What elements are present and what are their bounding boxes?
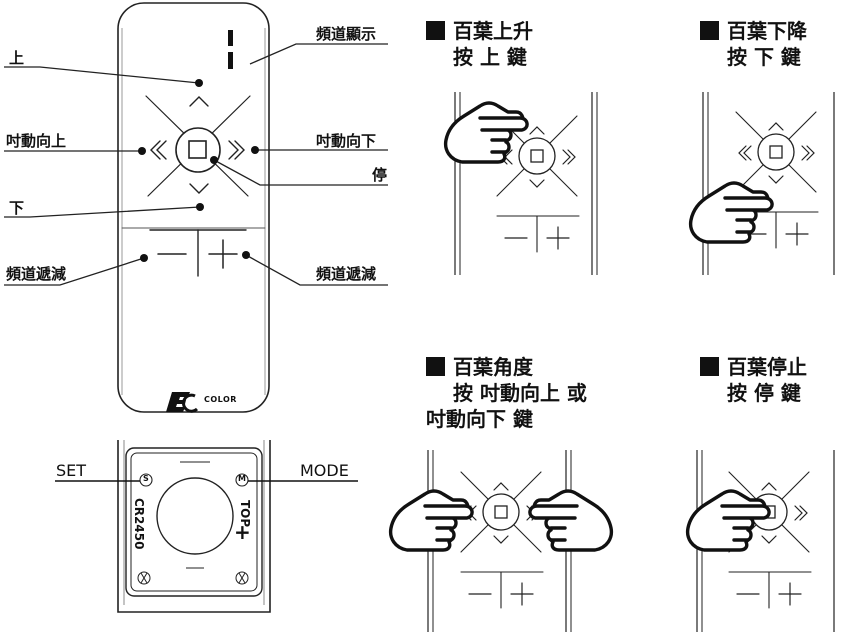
callout-channel-left: 頻道遞減 (6, 265, 67, 283)
bullet-square-icon (426, 21, 445, 40)
battery-type-text: CR2450 (132, 498, 146, 550)
panel-lower-line1: 百葉下降 (727, 19, 807, 43)
panel-lower-line2: 按 下 鍵 (727, 45, 801, 69)
panel-raise-line2: 按 上 鍵 (453, 45, 527, 69)
callout-motor-down: 吋動向下 (316, 132, 377, 150)
stop-button[interactable] (175, 127, 221, 173)
callout-channel-display: 頻道顯示 (316, 25, 377, 43)
panel-angle-line1: 百葉角度 (453, 355, 533, 379)
set-label: SET (56, 461, 87, 480)
brand-logo-text: COLOR (204, 395, 237, 404)
battery-plus-text: + (234, 520, 251, 544)
panel-lower-illustration (688, 92, 835, 275)
panel-stop-title: 百葉停止 按 停 鍵 (700, 354, 807, 406)
panel-angle-illustration (388, 450, 614, 632)
panel-raise-title: 百葉上升 按 上 鍵 (426, 18, 533, 70)
callout-stop: 停 (372, 166, 388, 184)
panel-raise-illustration (443, 92, 598, 275)
bullet-square-icon (700, 357, 719, 376)
panel-stop-line2: 按 停 鍵 (727, 381, 801, 405)
channel-display-digit (228, 30, 233, 69)
panel-stop-illustration (685, 450, 835, 632)
panel-angle-title: 百葉角度 按 吋動向上 或 吋動向下 鍵 (426, 354, 587, 432)
callout-up: 上 (9, 49, 25, 67)
callout-leaders (4, 43, 388, 286)
panel-lower-title: 百葉下降 按 下 鍵 (700, 18, 807, 70)
panel-angle-line3: 吋動向下 鍵 (426, 407, 533, 431)
callout-dots (138, 79, 259, 262)
callout-channel-right: 頻道遞減 (316, 265, 377, 283)
bullet-square-icon (700, 21, 719, 40)
panel-raise-line1: 百葉上升 (453, 19, 533, 43)
brand-logo (166, 392, 199, 413)
set-mark: S (143, 474, 149, 483)
mode-mark: M (238, 474, 246, 483)
callout-motor-up: 吋動向上 (6, 132, 67, 150)
stop-square-icon (188, 140, 207, 159)
battery-compartment (117, 440, 271, 613)
panel-angle-line2: 按 吋動向上 或 (453, 381, 587, 405)
bullet-square-icon (426, 357, 445, 376)
mode-label: MODE (300, 461, 349, 480)
callout-down: 下 (9, 199, 25, 217)
panel-stop-line1: 百葉停止 (727, 355, 807, 379)
